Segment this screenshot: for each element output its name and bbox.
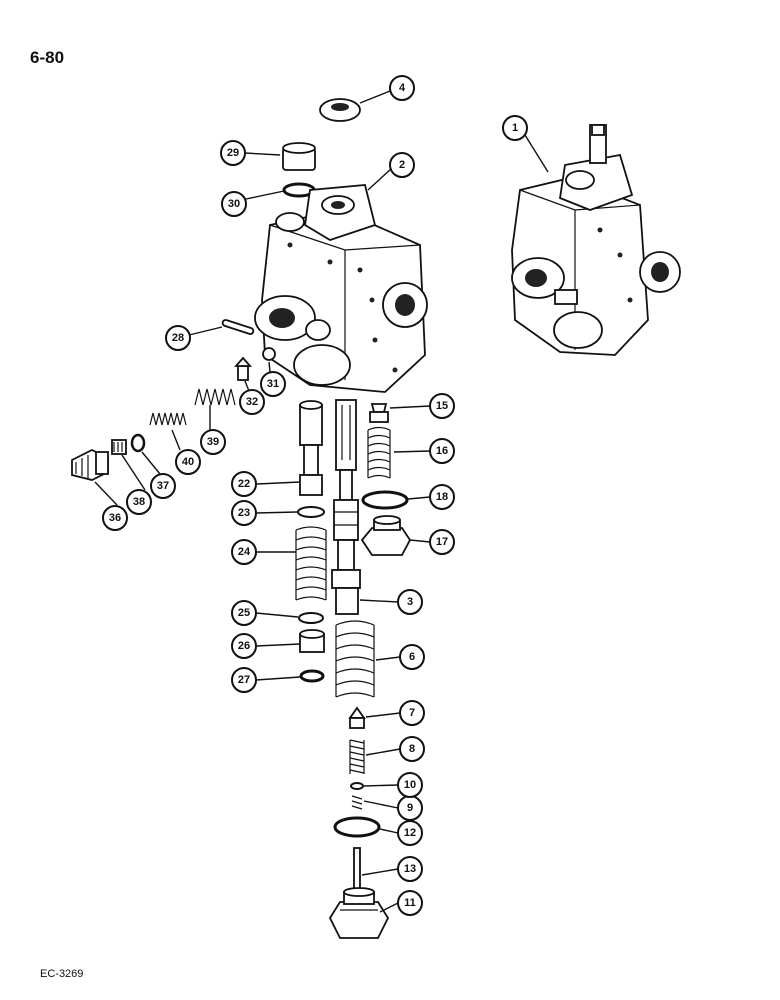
callout-label: 9 [407,802,413,814]
part-22-piston [299,400,323,496]
part-11-cap [328,887,390,939]
callout-7: 7 [399,700,425,726]
part-10-washer [350,782,364,790]
callout-16: 16 [429,438,455,464]
callout-24: 24 [231,539,257,565]
part-31-ball [262,347,276,361]
part-26-cap [299,629,325,653]
callout-label: 32 [246,396,258,408]
part-36-fitting [71,448,109,481]
callout-39: 39 [200,429,226,455]
callout-2: 2 [389,152,415,178]
callout-10: 10 [397,772,423,798]
callout-label: 4 [399,82,406,94]
callout-28: 28 [165,325,191,351]
callout-markers: 1234678910111213151617182223242526272829… [102,75,528,916]
part-7-poppet [348,706,366,729]
callout-label: 38 [133,496,145,508]
callout-label: 17 [436,536,448,548]
callout-18: 18 [429,484,455,510]
callout-label: 28 [172,332,184,344]
part-8-spring [349,739,365,774]
callout-label: 12 [404,827,416,839]
part-12-o-ring [333,816,381,838]
callout-11: 11 [397,890,423,916]
callout-label: 27 [238,674,250,686]
callout-label: 36 [109,512,121,524]
callout-23: 23 [231,500,257,526]
part-17-cap [360,515,412,556]
callout-26: 26 [231,633,257,659]
callout-label: 15 [436,400,448,412]
part-23-ring [297,506,325,518]
callout-label: 3 [407,596,413,608]
callout-label: 25 [238,607,250,619]
callout-25: 25 [231,600,257,626]
page-number: 6-80 [30,48,65,67]
part-32-poppet [234,356,252,381]
part-3-spool [331,399,361,615]
callout-15: 15 [429,393,455,419]
callout-12: 12 [397,820,423,846]
callout-label: 37 [157,480,169,492]
part-40-spring [149,412,187,426]
part-24-spring [295,526,327,601]
callout-4: 4 [389,75,415,101]
part-37-washer [130,433,146,453]
callout-22: 22 [231,471,257,497]
callout-label: 6 [409,651,415,663]
callout-label: 1 [512,122,518,134]
part-6-spring [335,620,375,698]
callout-3: 3 [397,589,423,615]
callout-label: 8 [409,743,415,755]
callout-label: 29 [227,147,239,159]
part-15-poppet [369,403,389,423]
part-1-valve-assembly [511,124,681,356]
callout-label: 10 [404,779,416,791]
callout-label: 18 [436,491,448,503]
callout-label: 26 [238,640,250,652]
callout-9: 9 [397,795,423,821]
callout-label: 2 [399,159,405,171]
leader-lines [94,88,549,913]
callout-32: 32 [239,389,265,415]
part-9-spring [351,795,363,810]
callout-31: 31 [260,371,286,397]
callout-36: 36 [102,505,128,531]
callout-label: 40 [182,456,194,468]
part-25-washer [298,612,324,624]
callout-6: 6 [399,644,425,670]
callout-17: 17 [429,529,455,555]
callout-label: 13 [404,863,416,875]
part-28-pin [221,319,255,335]
callout-29: 29 [220,140,246,166]
part-38-plug [111,439,127,455]
callout-37: 37 [150,473,176,499]
callout-27: 27 [231,667,257,693]
callout-label: 39 [207,436,219,448]
callout-label: 30 [228,198,240,210]
part-4-seal [319,98,361,122]
callout-label: 31 [267,378,279,390]
part-18-ring [361,490,409,510]
callout-13: 13 [397,856,423,882]
part-39-spring [194,388,236,406]
callout-label: 11 [404,897,416,909]
part-2-valve-body [254,184,428,393]
figure-code: EC-3269 [40,968,84,980]
callout-label: 22 [238,478,250,490]
callout-label: 16 [436,445,448,457]
callout-1: 1 [502,115,528,141]
callout-label: 24 [238,546,251,558]
callout-38: 38 [126,489,152,515]
callout-label: 23 [238,507,250,519]
part-16-spring [367,426,391,479]
callout-label: 7 [409,707,415,719]
callout-40: 40 [175,449,201,475]
part-29-plug [282,142,316,171]
callout-8: 8 [399,736,425,762]
callout-30: 30 [221,191,247,217]
part-27-ring [299,669,325,683]
